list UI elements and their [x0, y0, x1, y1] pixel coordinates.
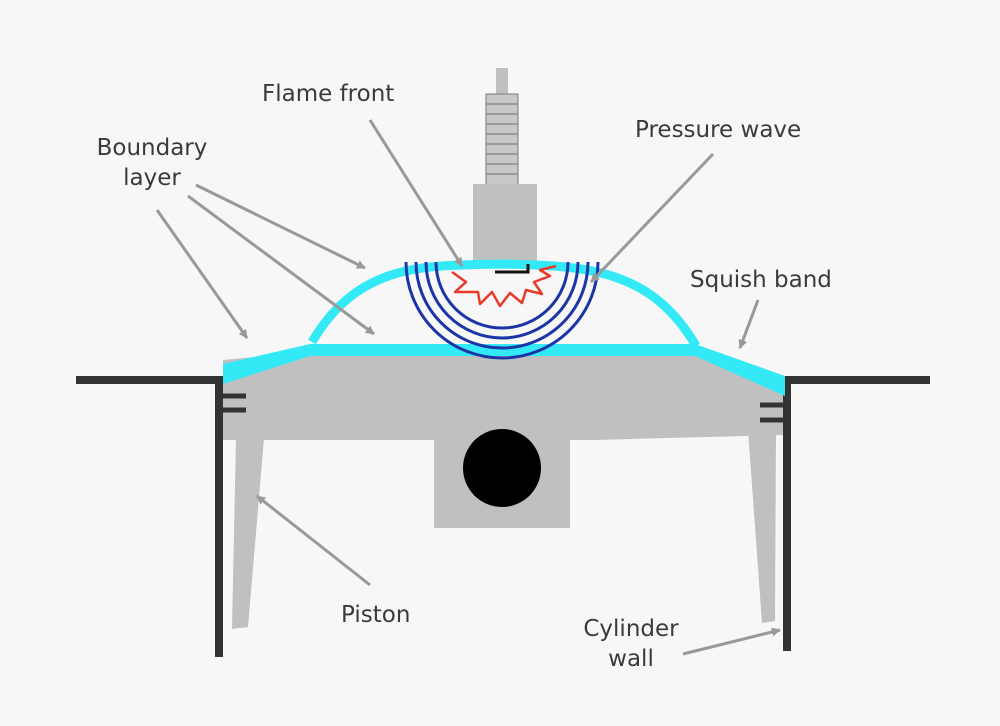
piston-skirt-right [748, 430, 776, 623]
boundary-layer [223, 259, 785, 396]
flame-front [451, 264, 557, 308]
arrow-boundary-layer-dome [195, 183, 366, 270]
spark-plug-body [473, 184, 537, 268]
label-boundary-layer: Boundary layer [90, 133, 214, 193]
spark-plug-insulator [485, 93, 519, 187]
piston-pin [463, 429, 541, 507]
arrow-boundary-layer-edge [155, 209, 249, 339]
spark-plug-electrode [495, 264, 530, 274]
label-cylinder-wall: Cylinder wall [578, 614, 684, 674]
piston-crown [223, 352, 783, 440]
arrow-piston [256, 494, 371, 587]
arrow-pressure-wave [589, 152, 715, 284]
piston [223, 352, 783, 629]
arrow-flame-front [368, 119, 464, 267]
piston-skirt-left [232, 438, 264, 629]
arrow-squish-band [738, 299, 760, 349]
label-piston: Piston [341, 602, 411, 628]
boundary-layer-dome [308, 259, 700, 349]
arrow-cylinder-wall [682, 627, 781, 656]
arrow-boundary-layer-crown [187, 194, 375, 336]
label-squish-band: Squish band [690, 267, 832, 293]
piston-rings [219, 393, 787, 423]
label-flame-front: Flame front [262, 81, 395, 107]
spark-plug [473, 68, 537, 268]
cylinder-wall [76, 376, 930, 657]
boundary-layer-piston [223, 344, 785, 396]
label-boundary-layer-line1: Boundary [96, 135, 208, 161]
label-cylinder-wall-line1: Cylinder [583, 616, 679, 642]
cylinder-wall-right [783, 376, 930, 651]
spark-plug-ribs [486, 103, 518, 175]
cylinder-wall-left [76, 376, 223, 657]
label-pressure-wave: Pressure wave [635, 117, 802, 143]
spark-plug-terminal [496, 68, 508, 98]
pointer-arrows [155, 119, 781, 656]
pressure-wave [404, 261, 600, 360]
label-cylinder-wall-line2: wall [608, 646, 654, 672]
label-boundary-layer-line2: layer [123, 165, 181, 191]
